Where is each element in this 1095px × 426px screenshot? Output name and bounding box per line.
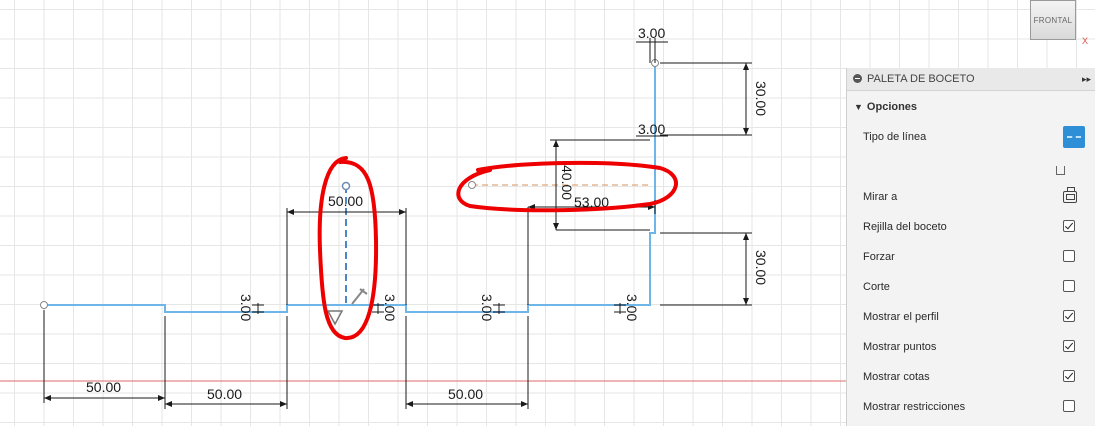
look-at-button[interactable] <box>1063 187 1077 203</box>
dimension-vertical-40[interactable]: 40.00 <box>559 165 575 200</box>
view-cube-x-axis-label: X <box>1082 36 1089 46</box>
dimension-construction-width[interactable]: 50.00 <box>328 193 363 209</box>
option-show-constraints: Mostrar restricciones <box>863 392 1095 422</box>
dimension-horizontal-53[interactable]: 53.00 <box>574 194 609 210</box>
option-label: Mirar a <box>863 191 898 203</box>
dimension-mid-width[interactable]: 3.00 <box>638 121 665 137</box>
dimension-step-2[interactable]: 3.00 <box>382 294 398 321</box>
option-label: Mostrar puntos <box>863 341 937 353</box>
dimension-segment-2[interactable]: 50.00 <box>207 386 242 402</box>
expand-icon[interactable]: ▸▸ <box>1081 74 1091 84</box>
option-look-at: Mirar a <box>863 182 1095 212</box>
dimension-top-width[interactable]: 3.00 <box>638 25 665 41</box>
dimension-upper-height[interactable]: 30.00 <box>753 81 769 116</box>
perpendicular-constraint-icon <box>326 310 344 326</box>
option-label: Mostrar restricciones <box>863 401 966 413</box>
option-show-dimensions: Mostrar cotas <box>863 362 1095 392</box>
options-section-header[interactable]: ▼Opciones <box>847 91 1095 117</box>
options-label: Opciones <box>866 101 918 113</box>
dimension-step-3[interactable]: 3.00 <box>479 294 495 321</box>
option-show-profile: Mostrar el perfil <box>863 302 1095 332</box>
show-dimensions-checkbox[interactable] <box>1063 370 1075 382</box>
show-profile-checkbox[interactable] <box>1063 310 1075 322</box>
palette-title: PALETA DE BOCETO <box>867 73 975 85</box>
reference-line-endpoint[interactable] <box>468 181 476 189</box>
show-points-checkbox[interactable] <box>1063 340 1075 352</box>
caret-down-icon: ▼ <box>854 102 863 112</box>
dimension-segment-1[interactable]: 50.00 <box>86 379 121 395</box>
slice-checkbox[interactable] <box>1063 280 1075 292</box>
sketch-profile[interactable] <box>44 63 656 313</box>
sketch-palette: PALETA DE BOCETO ▸▸ ▼Opciones Tipo de lí… <box>846 68 1095 426</box>
option-line-type: Tipo de línea <box>863 122 1095 152</box>
annotation-ellipse-reference <box>456 160 678 213</box>
option-snap: Forzar <box>863 242 1095 272</box>
option-label: Tipo de línea <box>863 131 927 143</box>
palette-header[interactable]: PALETA DE BOCETO ▸▸ <box>847 68 1095 91</box>
snap-checkbox[interactable] <box>1063 250 1075 262</box>
option-sketch-grid: Rejilla del boceto <box>863 212 1095 242</box>
sketch-grid-checkbox[interactable] <box>1063 220 1075 232</box>
profile-endpoint-left[interactable] <box>40 301 48 309</box>
dimension-lower-height[interactable]: 30.00 <box>753 250 769 285</box>
view-cube[interactable]: FRONTAL <box>1030 0 1076 40</box>
dimension-arrows <box>44 63 749 407</box>
option-label: Mostrar cotas <box>863 371 930 383</box>
option-slice: Corte <box>863 272 1095 302</box>
line-type-button[interactable] <box>1063 126 1085 148</box>
dimension-segment-3[interactable]: 50.00 <box>448 386 483 402</box>
look-at-icon <box>1063 187 1077 203</box>
option-label: Rejilla del boceto <box>863 221 947 233</box>
option-show-points: Mostrar puntos <box>863 332 1095 362</box>
dimension-step-1[interactable]: 3.00 <box>238 294 254 321</box>
construction-line-endpoint[interactable] <box>341 181 351 191</box>
option-label: Corte <box>863 281 890 293</box>
option-label: Mostrar el perfil <box>863 311 939 323</box>
annotation-ellipse-construction <box>317 156 379 341</box>
collapse-icon[interactable] <box>853 74 862 83</box>
coincident-constraint-icon <box>351 288 368 305</box>
construction-toggle-icon[interactable] <box>1056 166 1065 175</box>
dimension-geometry <box>43 38 752 409</box>
dimension-step-4[interactable]: 3.00 <box>624 294 640 321</box>
show-constraints-checkbox[interactable] <box>1063 400 1075 412</box>
option-label: Forzar <box>863 251 895 263</box>
